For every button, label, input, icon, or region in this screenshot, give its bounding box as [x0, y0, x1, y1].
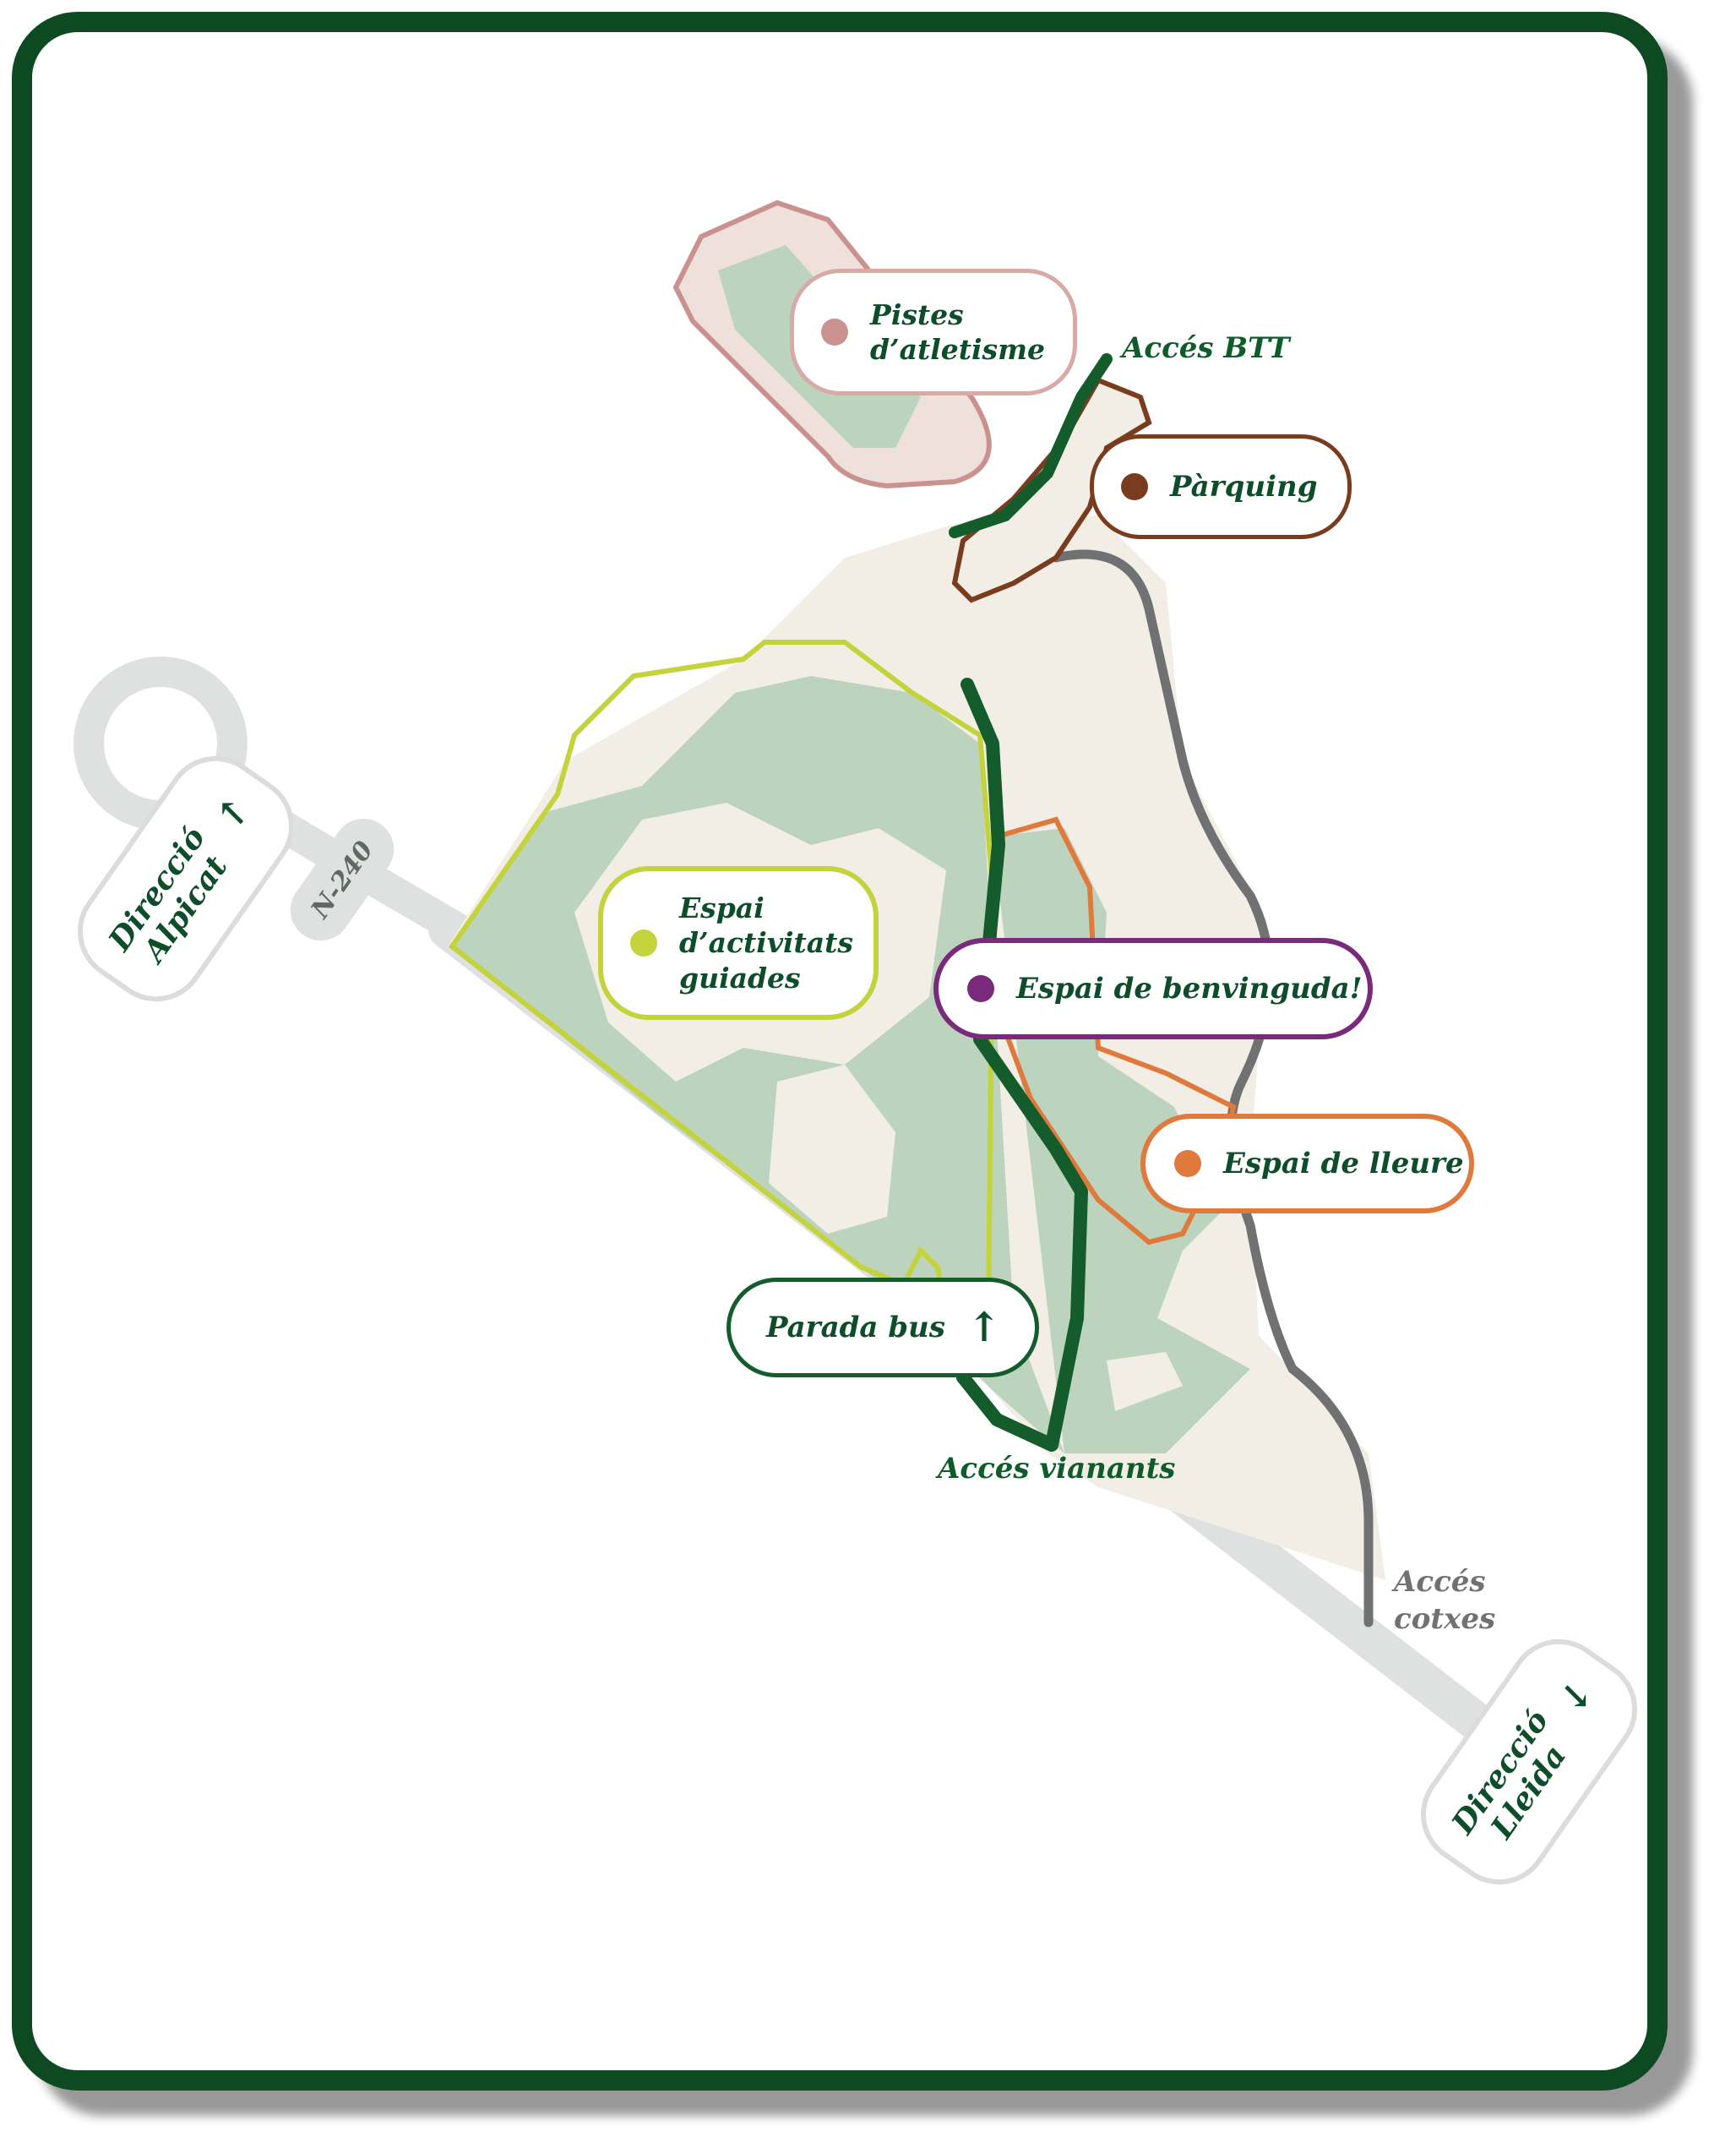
btt-access-label: Accés BTT: [1122, 331, 1290, 365]
car-access-line-1: Accés: [1394, 1565, 1486, 1599]
bus-stop-label: Parada bus ↑: [727, 1278, 1039, 1377]
guided-activities-label: Espai d’activitats guiades: [598, 866, 879, 1020]
pedestrian-access-label: Accés vianants: [938, 1452, 1176, 1486]
welcome-dot: [967, 975, 994, 1002]
parking-dot: [1121, 473, 1148, 500]
parking-area: [951, 377, 1152, 603]
activities-line-2: d’activitats: [679, 926, 853, 960]
activities-line-1: Espai: [679, 891, 765, 925]
car-access-label: Accés cotxes: [1394, 1563, 1495, 1638]
clearing-3: [1107, 1352, 1183, 1411]
btt-access-path: [949, 353, 1113, 538]
leisure-area-label: Espai de lleure: [1140, 1114, 1474, 1213]
bus-stop-text: Parada bus: [766, 1311, 945, 1344]
car-access-line-2: cotxes: [1394, 1602, 1496, 1637]
athletics-tracks-label: Pistes d’atletisme: [790, 269, 1077, 395]
athletics-line-1: Pistes: [870, 297, 964, 331]
pedestrian-access-path: [956, 678, 1088, 1452]
arrow-up-icon: ↑: [966, 1304, 1002, 1351]
leisure-text: Espai de lleure: [1223, 1147, 1464, 1180]
welcome-area-label: Espai de benvinguda!: [933, 938, 1373, 1039]
arrow-up-left-icon: ↖: [216, 791, 248, 835]
parking-label: Pàrquing: [1090, 434, 1352, 539]
clearing-2: [769, 1065, 895, 1234]
athletics-line-2: d’atletisme: [870, 333, 1045, 366]
leisure-dot: [1174, 1150, 1201, 1177]
car-access-road: [1051, 549, 1374, 1627]
arrow-down-right-icon: ↘: [1559, 1674, 1592, 1718]
athletics-dot: [821, 319, 848, 346]
parking-text: Pàrquing: [1170, 470, 1318, 504]
activities-line-3: guiades: [679, 961, 801, 995]
activities-dot: [630, 930, 657, 957]
welcome-text: Espai de benvinguda!: [1016, 972, 1363, 1006]
